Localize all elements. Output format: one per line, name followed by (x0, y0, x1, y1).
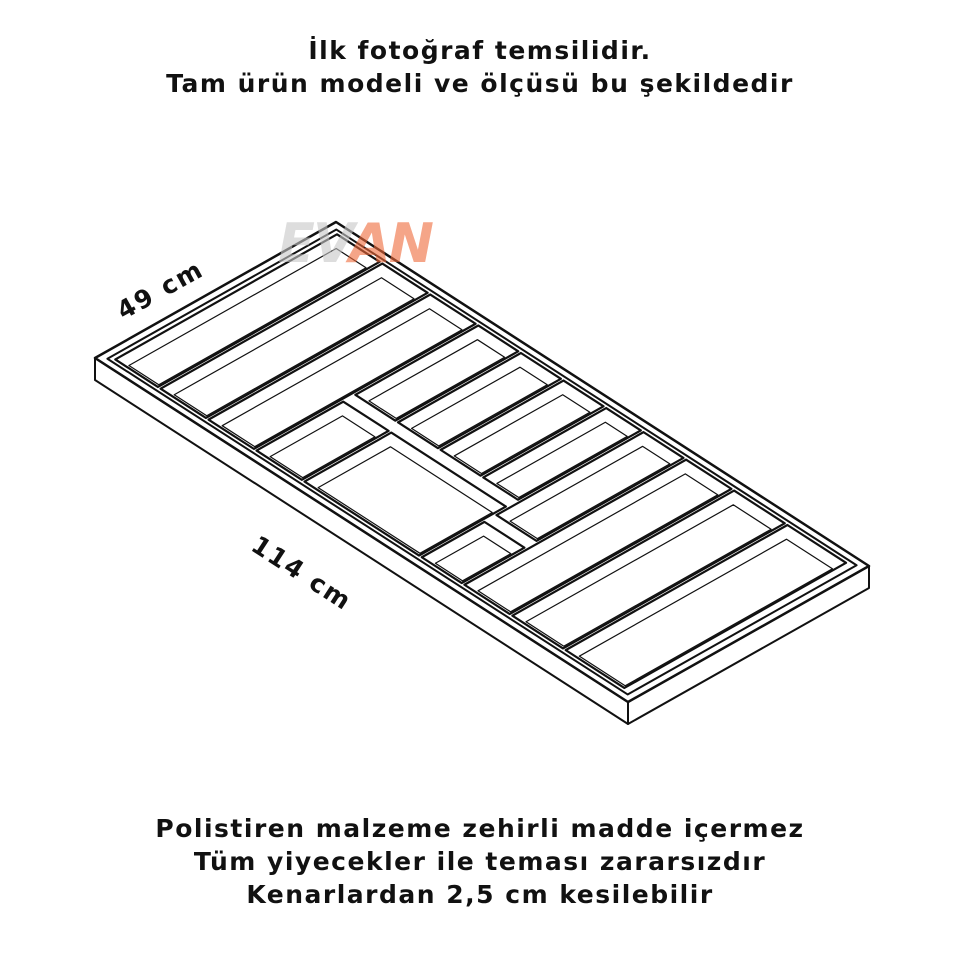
tray-compartment (114, 233, 381, 389)
compartment-floor (477, 473, 719, 613)
compartment-floor (509, 445, 671, 540)
watermark-part-2: AN (349, 212, 434, 275)
compartment-floor (269, 415, 376, 479)
tray-compartment (207, 293, 477, 450)
compartment-floor (411, 366, 548, 447)
tray-compartment (255, 400, 390, 481)
tray-compartment (159, 262, 429, 420)
tray-compartment (463, 458, 733, 616)
compartment-floor (368, 339, 506, 420)
tray-compartment (495, 431, 685, 542)
header-line-1: İlk fotoğraf temsilidir. (308, 36, 652, 65)
compartment-floor (453, 394, 591, 475)
compartment-floor (221, 308, 463, 448)
compartment-floor (525, 504, 772, 647)
tray-compartment (511, 489, 786, 650)
compartment-floor (578, 538, 834, 687)
compartment-floor (317, 446, 493, 554)
tray-compartment (303, 431, 507, 557)
footer-caption: Polistiren malzeme zehirli madde içermez… (0, 812, 960, 911)
compartment-floor (496, 421, 628, 499)
footer-line-3: Kenarlardan 2,5 cm kesilebilir (246, 880, 714, 909)
compartment-floor (173, 277, 415, 417)
footer-line-2: Tüm yiyecekler ile teması zararsızdır (193, 847, 767, 876)
watermark-part-1: EV (278, 212, 351, 275)
footer-line-1: Polistiren malzeme zehirli madde içermez (155, 814, 805, 843)
watermark-logo: EVAN (278, 212, 434, 275)
compartment-floor (434, 535, 512, 582)
tray-compartment (396, 351, 562, 450)
compartment-floor (128, 247, 367, 386)
tray-compartment (564, 523, 848, 690)
tray-compartment (420, 520, 526, 585)
tray-compartment (482, 406, 642, 501)
tray-compartment (354, 324, 520, 422)
header-caption: İlk fotoğraf temsilidir. Tam ürün modeli… (0, 34, 960, 100)
tray-compartment (439, 379, 605, 477)
header-line-2: Tam ürün modeli ve ölçüsü bu şekildedir (166, 69, 794, 98)
